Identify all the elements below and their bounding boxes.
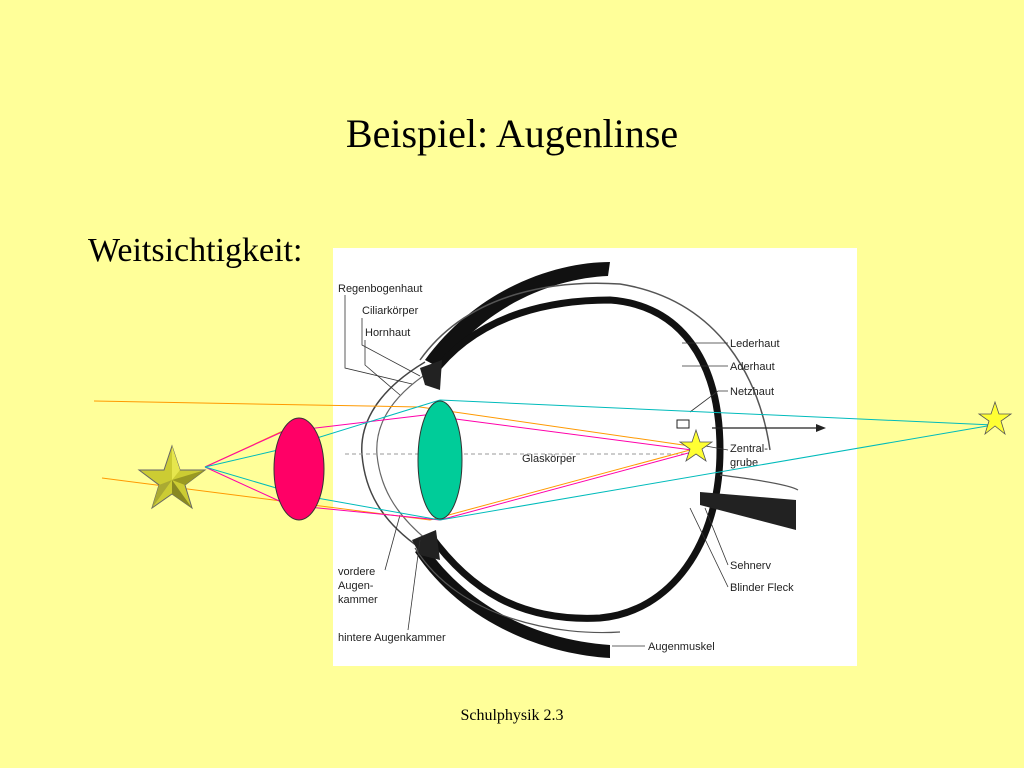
slide-footer: Schulphysik 2.3: [460, 707, 564, 724]
ray-magenta-3: [424, 414, 693, 451]
lederhaut-lower: [414, 547, 621, 634]
label-augenmuskel: Augenmuskel: [648, 641, 715, 653]
virtual-star-icon: [977, 400, 1013, 436]
label-netzhaut: Netzhaut: [730, 386, 774, 398]
label-lederhaut: Lederhaut: [730, 338, 780, 350]
eyeball-wall: [427, 296, 724, 622]
ciliary-top: [420, 360, 442, 390]
label-vordere-2: Augen-: [338, 580, 374, 592]
ciliary-bottom: [412, 530, 440, 560]
lederhaut-line: [419, 282, 771, 451]
label-ciliarkoerper: Ciliarkörper: [362, 305, 419, 317]
ray-orange-2: [419, 406, 691, 447]
ray-orange-1: [93, 400, 421, 408]
optic-nerve: [700, 492, 796, 530]
label-aderhaut: Aderhaut: [730, 361, 775, 373]
label-glaskoerper: Glaskörper: [522, 453, 576, 465]
axis-arrowhead: [816, 424, 826, 432]
slide-subtitle: Weitsichtigkeit:: [88, 232, 303, 269]
ray-teal-1: [204, 449, 279, 468]
slide-title: Beispiel: Augenlinse: [345, 111, 679, 156]
label-vordere-1: vordere: [338, 566, 375, 578]
cornea-inner: [376, 369, 433, 541]
label-vordere-3: kammer: [338, 594, 378, 606]
ray-magenta-1: [204, 431, 283, 468]
image-star-icon: [678, 428, 714, 463]
ray-orange-3: [101, 477, 431, 521]
ray-teal-3: [439, 399, 994, 426]
sehnerv-sheath: [719, 474, 799, 491]
leader-lines: [344, 295, 729, 647]
label-zentral: Zentral-: [730, 443, 768, 455]
correction-lens: [273, 417, 325, 521]
light-rays: [93, 399, 994, 521]
ray-teal-5: [299, 494, 441, 521]
label-regenbogenhaut: Regenbogenhaut: [338, 283, 422, 295]
label-sehnerv: Sehnerv: [730, 560, 771, 572]
fovea-box: [676, 419, 690, 429]
object-star-icon: [137, 444, 207, 510]
label-hornhaut: Hornhaut: [365, 327, 410, 339]
ray-orange-4: [429, 449, 691, 521]
label-hintere-augenkammer: hintere Augenkammer: [338, 632, 446, 644]
label-blinder-fleck: Blinder Fleck: [730, 582, 794, 594]
ray-teal-6: [439, 424, 994, 521]
sclera-bottom: [415, 545, 610, 658]
label-grube: grube: [730, 457, 758, 469]
cornea-outer: [361, 361, 426, 549]
ray-magenta-6: [439, 451, 693, 521]
ray-magenta-4: [204, 466, 289, 506]
eye-lens: [417, 400, 463, 520]
